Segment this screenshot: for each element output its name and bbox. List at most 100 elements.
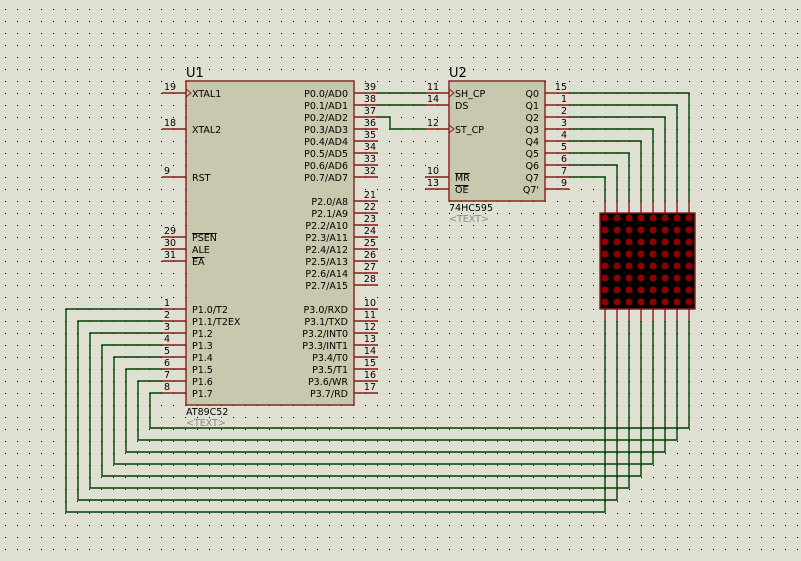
led-dot [685, 250, 693, 258]
led-dot [673, 250, 681, 258]
pin-number: 28 [364, 274, 376, 285]
led-dot [673, 238, 681, 246]
pin-number: 7 [164, 370, 170, 381]
clock-pin-icon [448, 124, 455, 134]
pin-number: 12 [364, 322, 376, 333]
pin-name: P1.2 [192, 329, 213, 340]
pin-number: 7 [561, 166, 567, 177]
wire-q5-matrix[interactable] [569, 152, 630, 201]
pin-name: P0.1/AD1 [304, 101, 348, 112]
component-u1[interactable]: U119XTAL118XTAL29RST29PSEN30ALE31EA1P1.0… [162, 66, 378, 429]
wire-q1-matrix[interactable] [569, 104, 678, 201]
led-matrix-8x8[interactable] [599, 201, 696, 321]
wire-p15-matrix[interactable] [125, 321, 666, 453]
pin-name: Q3 [525, 125, 539, 136]
led-dot [637, 262, 645, 270]
led-dot [601, 262, 609, 270]
led-dot [649, 298, 657, 306]
pin-number: 23 [364, 214, 376, 225]
pin-name: Q2 [525, 113, 539, 124]
led-dot [601, 250, 609, 258]
pin-name: P2.6/A14 [305, 269, 348, 280]
led-dot [661, 274, 669, 282]
led-dot [613, 298, 621, 306]
led-dot [637, 274, 645, 282]
pin-name: P2.1/A9 [311, 209, 348, 220]
pin-number: 14 [427, 94, 439, 105]
led-dot [673, 262, 681, 270]
wire-q2-matrix[interactable] [569, 116, 666, 201]
led-dot [649, 250, 657, 258]
wire-q0-matrix[interactable] [569, 92, 690, 201]
pin-name: MR [455, 173, 470, 184]
pin-number: 34 [364, 142, 376, 153]
led-dot [625, 226, 633, 234]
pin-name: P2.3/A11 [305, 233, 348, 244]
pin-name: P3.0/RXD [304, 305, 348, 316]
pin-name: P3.3/INT1 [302, 341, 348, 352]
pin-number: 6 [164, 358, 170, 369]
wire-q4-matrix[interactable] [569, 140, 642, 201]
wire-p17-matrix[interactable] [149, 321, 690, 429]
pin-name: P1.1/T2EX [192, 317, 241, 328]
pin-number: 16 [364, 370, 376, 381]
led-dot [673, 274, 681, 282]
pin-name: P0.3/AD3 [304, 125, 348, 136]
pin-number: 30 [164, 238, 176, 249]
u2-ref-label: U2 [449, 66, 467, 81]
pin-name: P2.0/A8 [311, 197, 348, 208]
pin-number: 37 [364, 106, 376, 117]
led-dot [637, 214, 645, 222]
led-dot [613, 238, 621, 246]
led-dot [649, 238, 657, 246]
led-dot [613, 262, 621, 270]
wire-p12-matrix[interactable] [89, 321, 630, 489]
grid-dot-pattern [5, 9, 798, 550]
pin-name: P3.4/T0 [312, 353, 348, 364]
led-dot [685, 274, 693, 282]
led-dot [625, 286, 633, 294]
led-dot [685, 286, 693, 294]
wire-p10-matrix[interactable] [65, 308, 606, 513]
led-dot [685, 226, 693, 234]
pin-name: Q5 [525, 149, 539, 160]
led-dot [613, 214, 621, 222]
pin-name: RST [192, 173, 211, 184]
led-dot [685, 298, 693, 306]
wires [65, 92, 690, 513]
pin-number: 10 [427, 166, 439, 177]
led-dot [637, 250, 645, 258]
led-dot [625, 274, 633, 282]
pin-name: DS [455, 101, 468, 112]
led-dot [649, 286, 657, 294]
u2-body[interactable] [448, 80, 546, 202]
pin-number: 11 [364, 310, 376, 321]
led-dot [685, 214, 693, 222]
wire-p16-matrix[interactable] [137, 321, 678, 441]
pin-number: 5 [164, 346, 170, 357]
pin-name: P2.4/A12 [305, 245, 348, 256]
u1-body[interactable] [185, 80, 355, 406]
led-dot [649, 262, 657, 270]
pin-name: ST_CP [455, 125, 484, 136]
pin-number: 4 [561, 130, 567, 141]
pin-number: 31 [164, 250, 176, 261]
led-dot [613, 226, 621, 234]
pin-name: Q7 [525, 173, 539, 184]
led-dot [649, 214, 657, 222]
wire-q3-matrix[interactable] [569, 128, 654, 201]
pin-number: 21 [364, 190, 376, 201]
wire-p02-stcp[interactable] [378, 116, 425, 130]
pin-name: Q1 [525, 101, 539, 112]
pin-number: 15 [555, 82, 567, 93]
wire-q7-matrix[interactable] [569, 176, 606, 201]
led-dot [601, 286, 609, 294]
wire-p13-matrix[interactable] [101, 321, 642, 477]
matrix-body[interactable] [599, 212, 696, 310]
pin-name: PSEN [192, 233, 217, 244]
pin-name: P3.6/WR [308, 377, 348, 388]
wire-q6-matrix[interactable] [569, 164, 618, 201]
wire-p14-matrix[interactable] [113, 321, 654, 465]
